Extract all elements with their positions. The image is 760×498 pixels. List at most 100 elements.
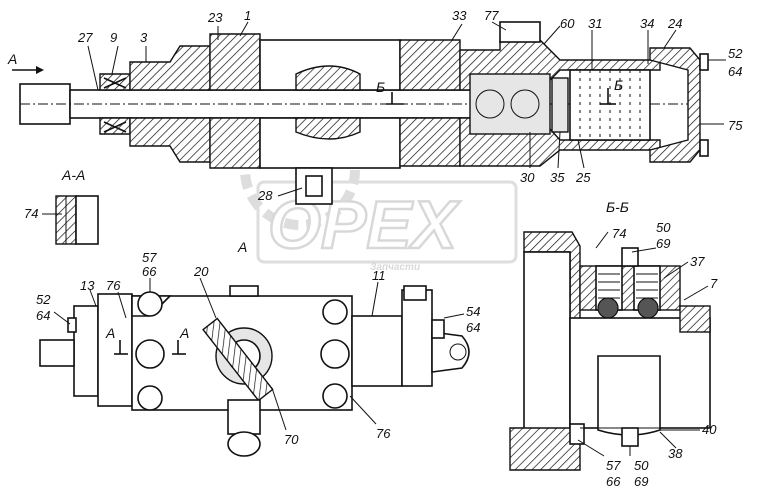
leader-20 (199, 277, 217, 319)
bb-bottom-frame (509, 427, 581, 471)
label-33: 33 (452, 8, 467, 23)
bb-bolt-top (621, 247, 639, 267)
section-a-left-letter: А (105, 325, 115, 341)
label-50b: 50 (634, 458, 649, 473)
label-30: 30 (520, 170, 535, 185)
bb-spring-block (579, 265, 681, 311)
bb-rack (597, 355, 661, 436)
leader-76b (349, 395, 377, 425)
label-57b: 57 (606, 458, 621, 473)
section-a-right-letter: А (179, 325, 189, 341)
label-28: 28 (257, 188, 273, 203)
label-54: 54 (466, 304, 480, 319)
label-52b: 52 (36, 292, 51, 307)
label-74b: 74 (612, 226, 626, 241)
bolt-bottom (699, 139, 709, 157)
label-77: 77 (484, 8, 499, 23)
label-27: 27 (77, 30, 93, 45)
bolt-52b (67, 317, 77, 333)
bolt-top-right (322, 299, 348, 325)
leader-60 (543, 25, 561, 45)
top-assembly (12, 21, 709, 205)
sector-bottom (295, 117, 361, 140)
label-64a: 64 (728, 64, 742, 79)
leader-24 (663, 29, 677, 49)
watermark: OPEX Запчасти (240, 110, 518, 273)
section-bb (509, 231, 711, 471)
label-31: 31 (588, 16, 602, 31)
label-11: 11 (372, 268, 386, 283)
spool-ring-right (510, 89, 540, 119)
view-a-mid: А (237, 239, 247, 255)
bb-right-cap (679, 305, 711, 333)
bolt-54 (431, 319, 445, 339)
label-25: 25 (575, 170, 591, 185)
valve-20 (202, 317, 274, 402)
label-75: 75 (728, 118, 743, 133)
leader-50a (631, 247, 657, 253)
leader-9 (111, 45, 119, 75)
bb-left-body (523, 251, 571, 433)
pitman-arm (227, 399, 261, 435)
bottom-view (39, 285, 470, 457)
leader-38 (659, 431, 677, 449)
part-labels: 27 9 3 23 1 33 77 60 31 34 24 52 64 75 3… (24, 8, 743, 489)
bracket-slot (305, 175, 323, 197)
label-66b: 66 (606, 474, 621, 489)
bb-bolt-bottom (621, 427, 639, 447)
label-69a: 69 (656, 236, 670, 251)
section-b-left-letter: Б (376, 79, 385, 95)
leader-1 (239, 21, 249, 37)
bolt-57 (137, 291, 163, 317)
housing-left-bottom (209, 117, 261, 169)
tail-bracket (401, 289, 433, 387)
leader-54 (443, 313, 465, 319)
leader-25 (577, 139, 585, 169)
label-74a: 74 (24, 206, 38, 221)
label-52a: 52 (728, 46, 743, 61)
leader-76a (117, 291, 127, 319)
end-bolt (39, 339, 75, 367)
leader-77 (491, 21, 507, 31)
label-76a: 76 (106, 278, 121, 293)
leader-lines (42, 21, 726, 457)
spool (469, 73, 551, 135)
label-35: 35 (550, 170, 565, 185)
watermark-text: OPEX (268, 187, 461, 263)
label-57a: 57 (142, 250, 157, 265)
label-3: 3 (140, 30, 148, 45)
section-letters: А А А-А Б-Б Б Б А А (7, 51, 629, 341)
tail-block (351, 315, 403, 387)
cover-plate (97, 293, 133, 407)
leader-13 (89, 289, 97, 307)
section-b-right-letter: Б (614, 77, 623, 93)
leader-33 (451, 23, 463, 41)
view-arrow-head (36, 66, 44, 74)
cover-bottom (129, 117, 211, 163)
plug-77 (499, 21, 541, 43)
leader-11 (371, 281, 379, 317)
label-66a: 66 (142, 264, 157, 279)
label-23: 23 (207, 10, 223, 25)
label-9: 9 (110, 30, 117, 45)
label-13: 13 (80, 278, 95, 293)
section-bb-title: Б-Б (606, 199, 629, 215)
label-20: 20 (193, 264, 209, 279)
label-24: 24 (667, 16, 682, 31)
center-hole-right (320, 339, 350, 369)
reaction-ring (551, 77, 569, 133)
leader-35 (557, 131, 561, 169)
end-cap (649, 47, 701, 163)
leader-28 (277, 187, 303, 197)
label-37: 37 (690, 254, 705, 269)
spring-coils (579, 70, 641, 140)
bearing-balls (103, 77, 127, 133)
label-7: 7 (710, 276, 718, 291)
bolt-bottom-left (137, 385, 163, 411)
leader-37 (663, 261, 689, 279)
bolt-top (699, 53, 709, 71)
aa-right (75, 195, 99, 245)
leader-70 (271, 387, 287, 431)
sector-top (295, 65, 361, 91)
